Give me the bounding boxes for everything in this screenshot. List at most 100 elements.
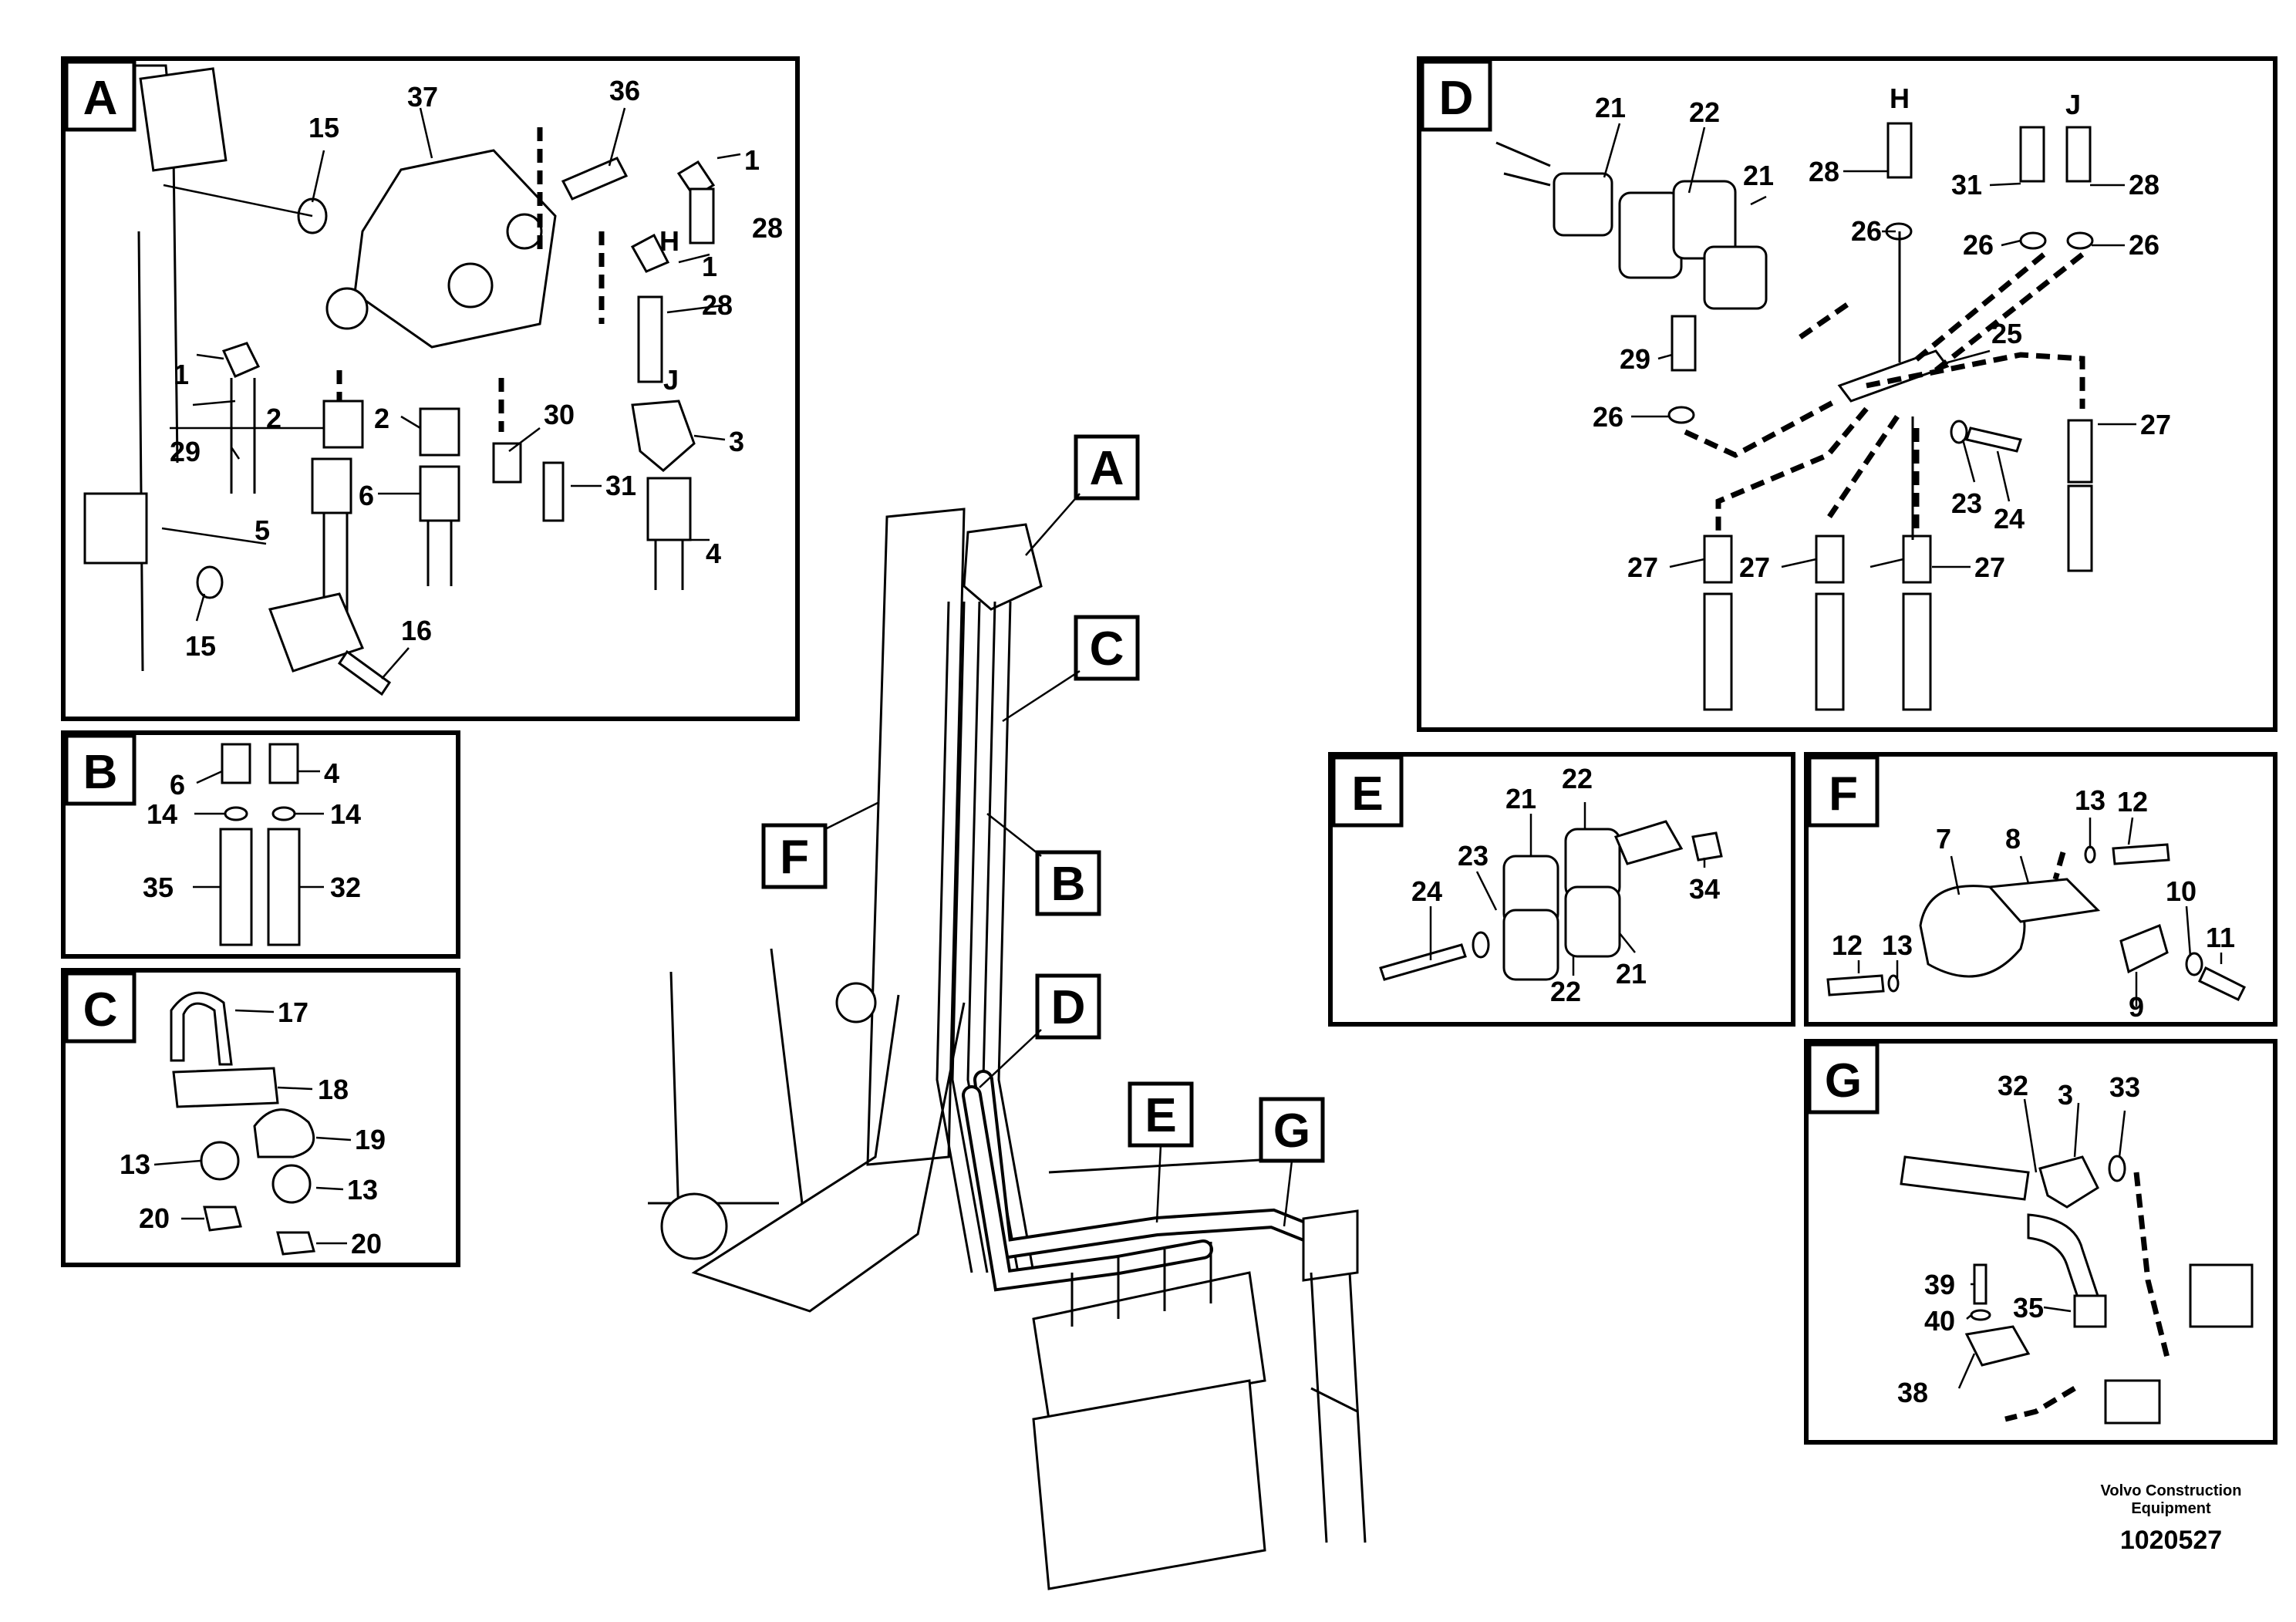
fitting [268,743,299,784]
callout-15: 15 [308,112,339,143]
nut [276,1231,315,1256]
panel-d-frame [1417,56,2277,732]
frame-block [1302,1209,1359,1282]
callout-5: 5 [255,514,270,546]
callout-28: 28 [752,212,783,244]
callout-38: 38 [1897,1377,1928,1408]
washer [2066,231,2094,250]
callout-h: H [659,225,679,257]
panel-c-label: C [83,983,118,1037]
clamp-half [1502,909,1559,981]
callout-17: 17 [278,996,308,1028]
washer [1970,1309,1991,1321]
callout-1: 1 [174,359,189,390]
leader-lines [1429,802,1706,976]
clamp-half [1613,820,1684,865]
bolt [337,649,392,696]
callout-31: 31 [605,470,636,501]
callout-2: 2 [374,403,389,434]
callout-21: 21 [1595,92,1626,123]
callout-26: 26 [1851,215,1882,247]
callout-13: 13 [347,1174,378,1206]
panel-e: E 21 22 23 24 34 22 21 [1328,752,1795,1027]
callout-22: 22 [1689,96,1720,128]
o-ring [196,565,224,599]
callout-28: 28 [1809,156,1839,187]
lower-plate [83,492,148,565]
main-tag-a-label: A [1090,442,1124,495]
callout-20: 20 [139,1202,170,1234]
panel-f: F 13 12 7 8 12 13 10 11 9 [1804,752,2277,1027]
hose-lines [230,378,684,590]
callout-40: 40 [1924,1305,1955,1337]
washer [2185,952,2203,976]
panel-f-frame [1804,752,2277,1027]
callout-12: 12 [1832,929,1863,961]
routing-dash [2052,851,2066,880]
hose [2067,484,2093,572]
callout-28: 28 [702,289,733,321]
panel-g-label: G [1825,1054,1862,1108]
routing-dashes [2004,1172,2170,1422]
leader-lines [193,770,324,889]
p-clamp [253,1108,315,1158]
panel-e-tag [1331,755,1404,828]
mount-plate [139,67,228,172]
callout-20: 20 [351,1228,382,1259]
callout-21: 21 [1616,958,1647,990]
callout-13: 13 [120,1148,150,1180]
routing-dashes [336,127,605,432]
port [325,287,369,330]
hose-fitting [419,465,460,522]
callout-8: 8 [2005,823,2021,855]
callout-6: 6 [359,480,374,511]
main-tag-d-label: D [1051,981,1086,1034]
main-tag-c [1074,615,1140,681]
main-hose-inner [965,1088,1210,1289]
callout-26: 26 [1593,401,1623,433]
callout-23: 23 [1951,487,1982,519]
valve-sections [1070,1242,1212,1327]
nut [203,1206,242,1232]
leader-lines [153,1009,352,1245]
panel-d-label: D [1439,72,1474,125]
hose-fitting [646,477,692,541]
callout-19: 19 [355,1124,386,1155]
adapter [419,407,460,457]
bracket [1987,878,2101,923]
callout-35: 35 [2013,1292,2044,1324]
callout-h: H [1890,83,1910,114]
clamp-half [1564,885,1621,958]
plug [492,442,522,484]
port [506,213,543,250]
washer [1887,974,1900,993]
panel-c-tag [64,971,137,1044]
hose-end [542,461,565,522]
panel-g-frame [1804,1039,2277,1445]
callout-32: 32 [330,872,361,903]
callout-12: 12 [2117,786,2148,818]
washer [200,1141,240,1181]
callout-6: 6 [170,769,185,801]
callout-11: 11 [2206,922,2235,953]
main-tag-c-label: C [1090,622,1124,676]
callout-14: 14 [147,798,177,830]
fitting [221,743,251,784]
main-tag-a [1074,434,1140,501]
main-view: A C F B D E G [648,434,1367,1590]
pipe [1495,141,1551,187]
callout-22: 22 [1562,763,1593,794]
routing-dashes [1684,252,2085,532]
bolt [2198,966,2247,1001]
clamp [1964,1325,2031,1367]
callout-26: 26 [1963,229,1994,261]
callout-27: 27 [1739,551,1770,583]
main-tag-e-label: E [1145,1089,1176,1142]
panel-b-label: B [83,746,118,799]
hose [1902,592,1932,711]
boom-pin [660,1192,728,1260]
valve-frame [1032,1379,1266,1590]
callout-34: 34 [1689,873,1720,905]
callout-j: J [663,364,679,396]
